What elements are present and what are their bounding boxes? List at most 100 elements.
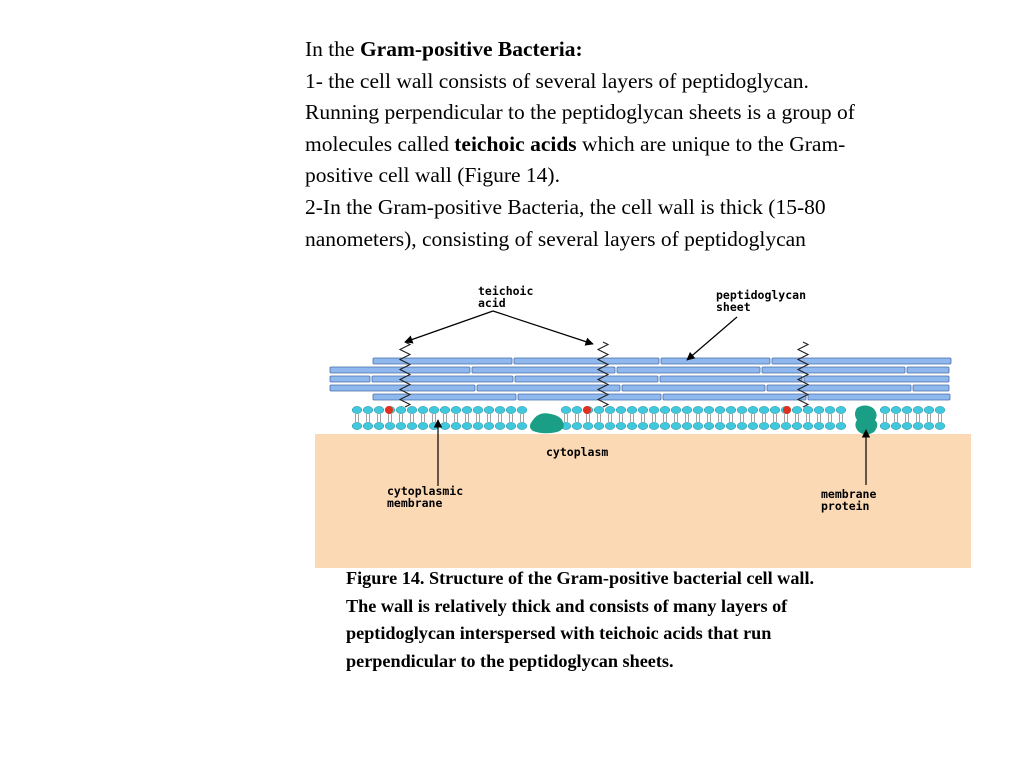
lipid-head-outer <box>802 406 814 414</box>
lipid-head-outer <box>593 406 605 414</box>
lipid-head-inner <box>439 422 451 430</box>
lipid-head-outer <box>373 406 385 414</box>
lipid-head-inner <box>428 422 440 430</box>
intro-heading-bold: Gram-positive Bacteria: <box>359 37 583 61</box>
lipid-head-inner <box>813 422 825 430</box>
intro-line-6: 2-In the Gram-positive Bacteria, the cel… <box>305 194 826 219</box>
lipid-head-inner <box>516 422 528 430</box>
membrane-protein-label-line-1: membrane <box>821 487 876 501</box>
cytoplasmic-membrane-label-line-2: membrane <box>387 496 442 510</box>
lipid-head-inner <box>670 422 682 430</box>
lipid-head-inner <box>593 422 605 430</box>
peptidoglycan-rod <box>371 375 514 383</box>
lipid-head-inner <box>571 422 583 430</box>
lipid-tails <box>751 414 755 422</box>
lipid-head-outer <box>571 406 583 414</box>
lipid-tails <box>432 414 436 422</box>
lipid-head-outer <box>615 406 627 414</box>
peptidoglycan-rod <box>912 384 950 392</box>
lipid-head-inner <box>769 422 781 430</box>
lipid-tails <box>498 414 502 422</box>
teichoic-acid-label: teichoic acid <box>478 284 540 310</box>
cytoplasmic-membrane-label: cytoplasmic membrane <box>387 484 470 510</box>
lipid-tails <box>630 414 634 422</box>
lipid-tails <box>377 414 381 422</box>
teichoic-acid-label-line-1: teichoic <box>478 284 533 298</box>
lipid-head-outer <box>626 406 638 414</box>
lipid-tails <box>366 414 370 422</box>
caption-line-3: peptidoglycan interspersed with teichoic… <box>346 623 772 644</box>
lipid-head-outer <box>901 406 913 414</box>
lipid-head-inner <box>934 422 946 430</box>
lipid-tails <box>487 414 491 422</box>
peptidoglycan-rod <box>803 375 950 383</box>
lipid-head-outer <box>659 406 671 414</box>
lipid-tails <box>707 414 711 422</box>
peptidoglycan-rod <box>766 384 912 392</box>
peptidoglycan-rod <box>372 393 517 401</box>
lipid-tails <box>784 414 788 422</box>
lipid-tails <box>773 414 777 422</box>
lipid-tails <box>410 414 414 422</box>
lipid-head-inner <box>901 422 913 430</box>
lipid-head-inner <box>417 422 429 430</box>
intro-line-5: positive cell wall (Figure 14). <box>305 163 560 188</box>
peptidoglycan-rod <box>906 366 950 374</box>
arrow-teichoic-right <box>492 310 594 346</box>
lipid-head-outer <box>461 406 473 414</box>
lipid-head-inner <box>758 422 770 430</box>
lipid-head-inner <box>384 422 396 430</box>
lipid-tails <box>718 414 722 422</box>
arrow-peptidoglycan-sheet <box>686 316 738 361</box>
lipid-tails <box>806 414 810 422</box>
lipid-head-inner <box>450 422 462 430</box>
intro-line-2: 1- the cell wall consists of several lay… <box>305 68 809 93</box>
lipid-head-inner <box>747 422 759 430</box>
lipid-head-inner <box>373 422 385 430</box>
lipid-head-outer <box>681 406 693 414</box>
lipid-head-outer <box>351 406 363 414</box>
lipid-head-inner <box>582 422 594 430</box>
lipid-head-inner <box>835 422 847 430</box>
lipid-head-outer <box>637 406 649 414</box>
lipid-head-outer <box>417 406 429 414</box>
lipid-head-inner <box>879 422 891 430</box>
lipid-tails <box>421 414 425 422</box>
intro-line-1: In the Gram-positive Bacteria: <box>305 34 1005 66</box>
peptidoglycan-rod <box>616 366 761 374</box>
lipid-head-inner <box>395 422 407 430</box>
lipid-head-inner <box>703 422 715 430</box>
lipid-tails <box>355 414 359 422</box>
cell-wall-diagram: teichoic acid peptidoglycan sheet cytopl… <box>315 284 971 568</box>
lipid-head-outer <box>395 406 407 414</box>
peptidoglycan-sheet-label-line-1: peptidoglycan <box>716 288 806 302</box>
lipid-head-inner <box>736 422 748 430</box>
lipid-head-outer <box>483 406 495 414</box>
lipid-head-inner <box>637 422 649 430</box>
peptidoglycan-rod <box>513 357 660 365</box>
membrane-protein-blob <box>530 413 564 434</box>
lipid-head-inner <box>780 422 792 430</box>
lipid-head-outer <box>813 406 825 414</box>
cytoplasm-region <box>315 434 971 568</box>
peptidoglycan-rod <box>471 366 616 374</box>
cytoplasmic-membrane-label-line-1: cytoplasmic <box>387 484 463 498</box>
teichoic-acids-term: teichoic acids <box>454 131 577 156</box>
lipid-tails <box>762 414 766 422</box>
lipid-head-outer <box>879 406 891 414</box>
peptidoglycan-sheets <box>329 357 952 401</box>
lipid-head-outer <box>934 406 946 414</box>
lipid-head-inner <box>824 422 836 430</box>
lipid-head-outer <box>890 406 902 414</box>
lipid-tails <box>443 414 447 422</box>
peptidoglycan-rod <box>329 375 371 383</box>
lipid-tails <box>839 414 843 422</box>
lipid-head-inner <box>714 422 726 430</box>
intro-line-7: nanometers), consisting of several layer… <box>305 226 806 251</box>
caption-line-4: perpendicular to the peptidoglycan sheet… <box>346 650 674 671</box>
intro-line-1-prefix: In the <box>305 37 360 61</box>
lipid-head-inner <box>791 422 803 430</box>
lipid-tails <box>927 414 931 422</box>
lipid-head-outer <box>835 406 847 414</box>
lipid-head-outer <box>516 406 528 414</box>
